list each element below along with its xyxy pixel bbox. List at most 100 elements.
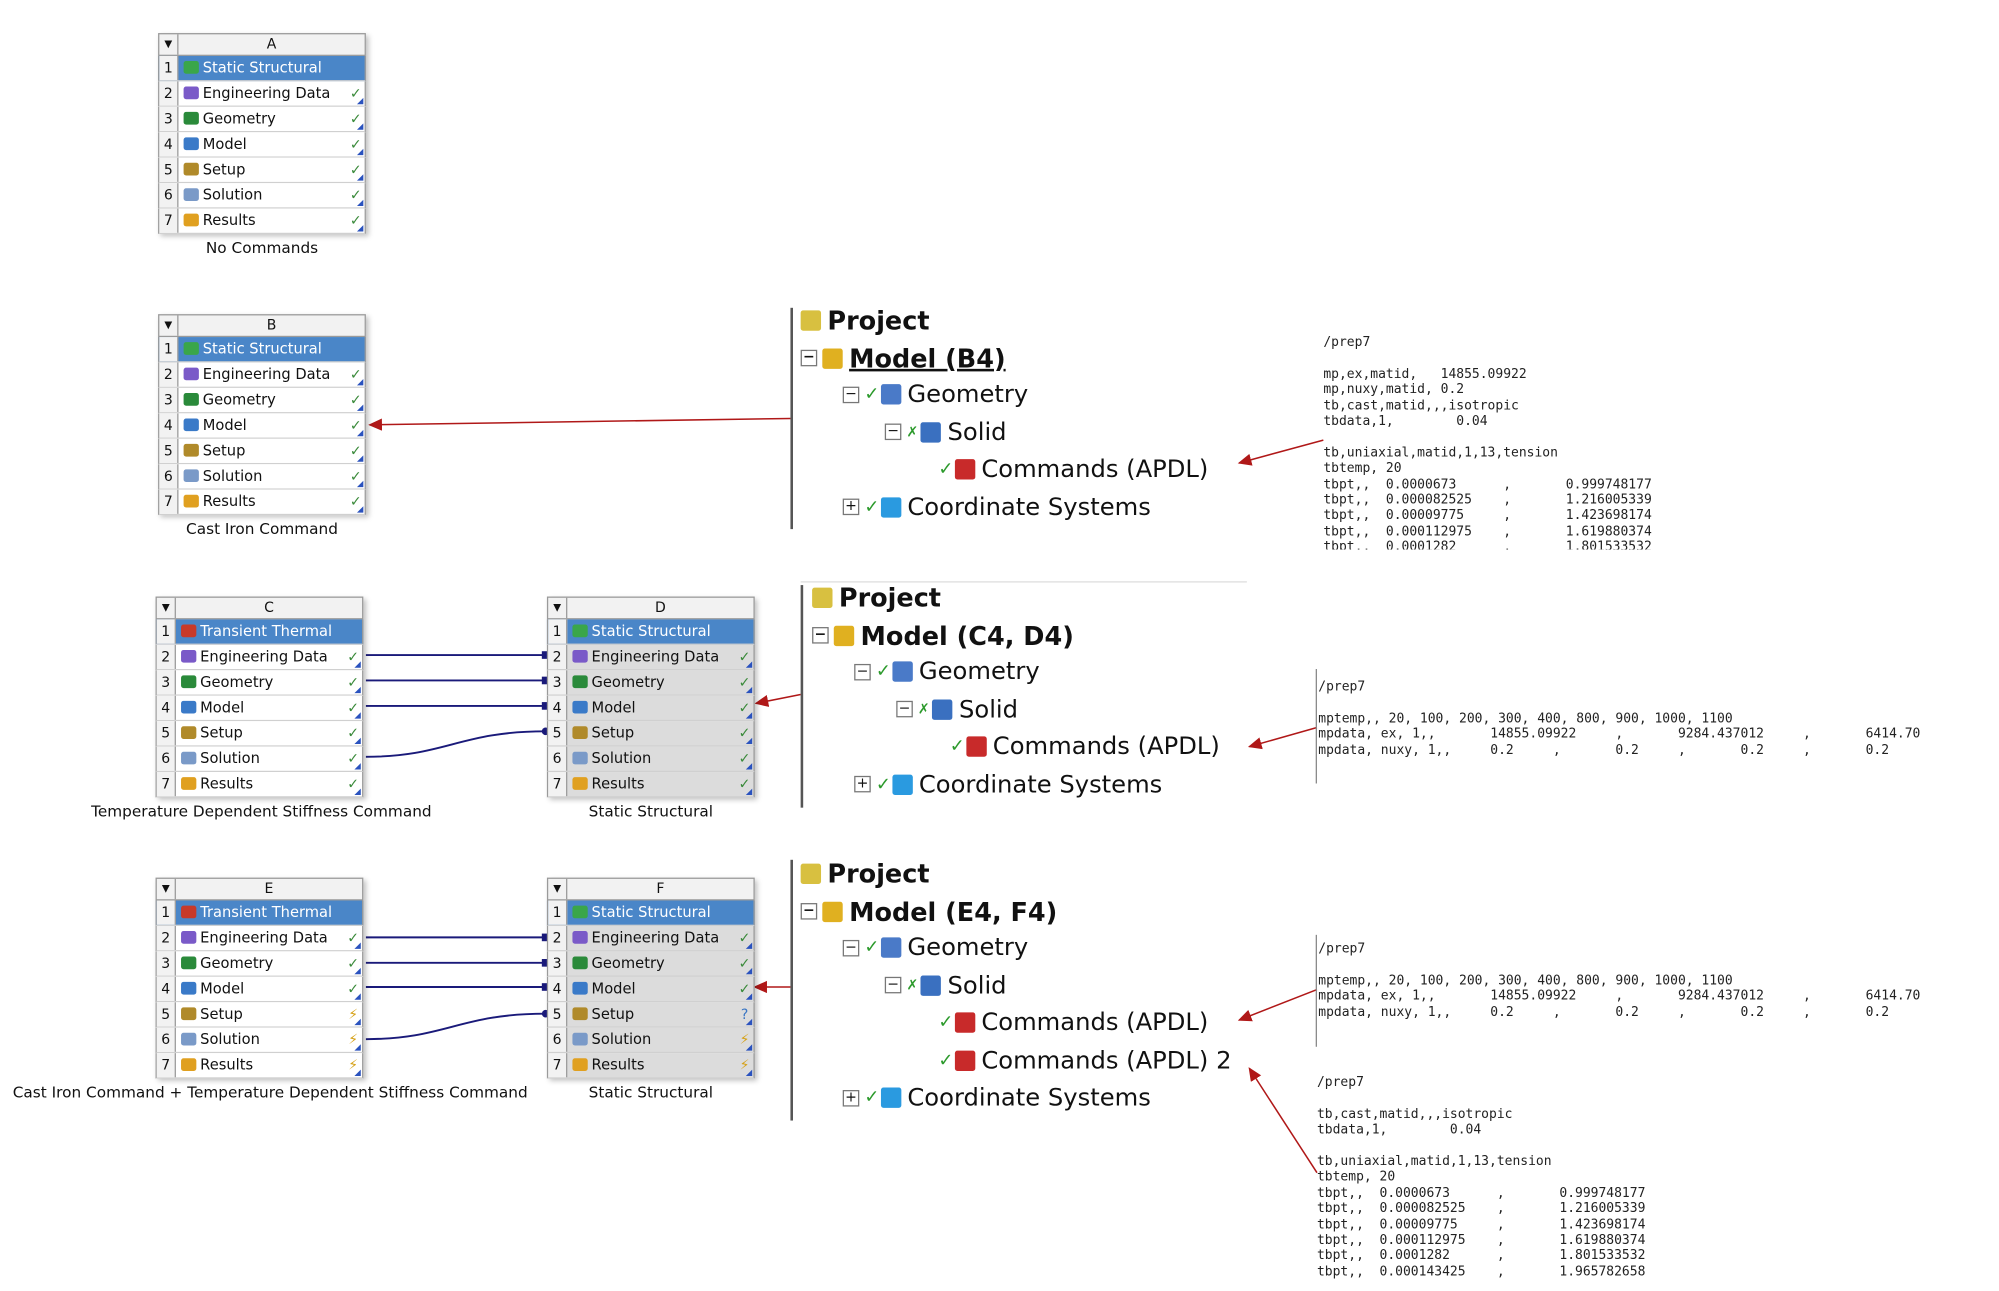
collapse-icon[interactable]: − xyxy=(812,627,829,644)
row-number: 2 xyxy=(159,362,179,387)
link-c6-d5[interactable] xyxy=(365,730,546,758)
expand-icon[interactable]: + xyxy=(842,1089,860,1106)
dropdown-arrow-icon[interactable]: ▼ xyxy=(159,315,179,336)
collapse-icon[interactable]: − xyxy=(896,701,913,718)
link-e6-f5[interactable] xyxy=(365,1012,546,1041)
link-endpoint xyxy=(541,983,550,991)
tree-node-coord[interactable]: +✓Coordinate Systems xyxy=(842,1084,1151,1112)
collapse-icon[interactable]: − xyxy=(884,976,902,994)
tree-node-solid[interactable]: −✗Solid xyxy=(896,695,1018,723)
collapse-icon[interactable]: − xyxy=(884,424,902,441)
tree-node-model[interactable]: −Model (B4) xyxy=(800,343,1006,373)
row-number: 6 xyxy=(548,1027,568,1052)
expand-icon[interactable]: + xyxy=(842,498,860,516)
tree-node-coord[interactable]: +✓Coordinate Systems xyxy=(842,493,1151,521)
tree-node-coord[interactable]: +✓Coordinate Systems xyxy=(854,770,1162,798)
tree-node-commands[interactable]: ✓Commands (APDL) 2 xyxy=(938,1046,1231,1074)
dropdown-arrow-icon[interactable]: ▼ xyxy=(157,878,176,900)
tree-node-commands[interactable]: ✓Commands (APDL) xyxy=(950,733,1220,761)
tree-node-solid[interactable]: −✗Solid xyxy=(884,418,1007,446)
collapse-icon[interactable]: − xyxy=(800,903,818,920)
system-header[interactable]: ▼D xyxy=(546,596,755,620)
system-header[interactable]: ▼C xyxy=(155,596,364,620)
dropdown-arrow-icon[interactable]: ▼ xyxy=(548,878,568,900)
tree-node-geometry[interactable]: −✓Geometry xyxy=(854,658,1040,686)
tree-node-model[interactable]: −Model (C4, D4) xyxy=(812,620,1074,651)
tree-node-project[interactable]: Project xyxy=(812,583,941,613)
tree-node-project[interactable]: Project xyxy=(800,305,930,336)
system-header[interactable]: ▼A xyxy=(158,33,366,56)
system-header[interactable]: ▼F xyxy=(546,877,755,901)
tree-node-label: Project xyxy=(827,305,930,336)
system-header[interactable]: ▼B xyxy=(158,314,366,338)
row-number: 6 xyxy=(156,746,176,771)
red-arrow-cmd2-ef xyxy=(1248,1067,1318,1174)
tree-node-commands[interactable]: ✓Commands (APDL) xyxy=(938,455,1208,483)
tree-node-commands[interactable]: ✓Commands (APDL) xyxy=(938,1009,1208,1037)
tree-node-geometry[interactable]: −✓Geometry xyxy=(842,934,1028,962)
collapse-icon[interactable]: − xyxy=(842,386,860,403)
system-header[interactable]: ▼E xyxy=(155,877,364,901)
tree-node-solid[interactable]: −✗Solid xyxy=(884,971,1007,999)
dropdown-arrow-icon[interactable]: ▼ xyxy=(157,597,176,619)
model-icon xyxy=(822,901,843,922)
dropdown-arrow-icon[interactable]: ▼ xyxy=(548,597,568,619)
collapse-icon[interactable]: − xyxy=(854,663,871,680)
collapse-icon[interactable]: − xyxy=(842,939,860,956)
tree-node-geometry[interactable]: −✓Geometry xyxy=(842,380,1028,408)
expand-icon[interactable]: + xyxy=(854,775,871,793)
tree-node-model[interactable]: −Model (E4, F4) xyxy=(800,896,1057,927)
collapse-icon[interactable]: − xyxy=(800,350,818,367)
dropdown-arrow-icon[interactable]: ▼ xyxy=(159,34,179,55)
tree-node-project[interactable]: Project xyxy=(800,859,930,889)
